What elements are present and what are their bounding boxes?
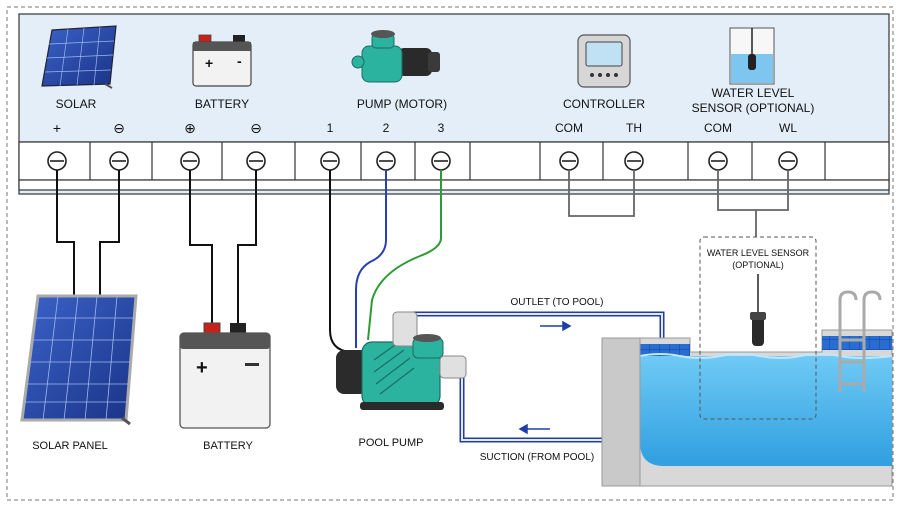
solar-panel-label: SOLAR PANEL: [32, 440, 108, 452]
header-sensor-label-line2: SENSOR (OPTIONAL): [692, 101, 815, 115]
terminal-label-pump-1: 1: [327, 121, 334, 135]
svg-text:-: -: [237, 53, 242, 69]
terminal-label-pump-3: 3: [438, 121, 445, 135]
terminal-ctrl-com: [559, 151, 579, 171]
pump-wire-1-black: [329, 170, 351, 353]
header-solar-label: SOLAR: [56, 97, 97, 111]
terminal-pump-1: [320, 151, 340, 171]
terminal-label-solar-pos: +: [53, 120, 61, 136]
pool-graphic: [601, 329, 893, 487]
solar-header-icon: [41, 25, 117, 89]
terminal-label-sensor-com: COM: [704, 121, 732, 135]
header-sensor-label-line1: WATER LEVEL: [712, 86, 795, 100]
outlet-label: OUTLET (TO POOL): [511, 297, 604, 308]
header-pump-label: PUMP (MOTOR): [357, 97, 447, 111]
terminal-solar-neg: [109, 151, 129, 171]
terminal-pump-2: [376, 151, 396, 171]
pump-wire-3-green: [367, 170, 442, 341]
pump-header-icon: [351, 30, 440, 83]
sensor-link-wire: [717, 170, 789, 211]
terminal-label-solar-neg: ⊖: [113, 120, 125, 136]
terminal-label-battery-pos: ⊕: [184, 120, 196, 136]
water-level-sensor-graphic: [750, 312, 766, 346]
header-battery-label: BATTERY: [195, 97, 249, 111]
header-controller-label: CONTROLLER: [563, 97, 645, 111]
svg-text:+: +: [205, 55, 213, 71]
controller-header-icon: [577, 34, 631, 88]
battery-graphic: +: [179, 322, 271, 429]
terminal-battery-pos: [180, 151, 200, 171]
battery-pos-wire: [189, 170, 213, 326]
pump-wire-2-blue: [355, 170, 387, 348]
terminal-sensor-com: [708, 151, 728, 171]
terminal-label-ctrl-com: COM: [555, 121, 583, 135]
battery-neg-wire: [237, 170, 257, 326]
terminal-block-dividers: [89, 142, 826, 180]
suction-flow-arrow: [518, 423, 550, 435]
terminal-pump-3: [431, 151, 451, 171]
solar-pos-wire: [56, 170, 75, 298]
terminal-sensor-wl: [778, 151, 798, 171]
terminal-battery-neg: [246, 151, 266, 171]
outer-frame: [6, 6, 894, 501]
battery-header-icon: + -: [192, 34, 252, 87]
terminal-solar-pos: [47, 151, 67, 171]
water-level-sensor-header-icon: [729, 27, 775, 85]
terminal-label-battery-neg: ⊖: [250, 120, 262, 136]
pool-ladder: [838, 290, 882, 392]
terminal-label-sensor-wl: WL: [779, 121, 797, 135]
solar-neg-wire: [99, 170, 120, 298]
suction-label: SUCTION (FROM POOL): [480, 452, 594, 463]
controller-jumper-wire: [568, 170, 635, 217]
terminal-label-ctrl-th: TH: [626, 121, 642, 135]
pool-pump-graphic: [336, 311, 467, 410]
terminal-ctrl-th: [624, 151, 644, 171]
pool-pump-label: POOL PUMP: [359, 437, 424, 449]
sensor-callout-label-line2: (OPTIONAL): [732, 260, 784, 270]
svg-text:+: +: [196, 357, 208, 379]
terminal-label-pump-2: 2: [383, 121, 390, 135]
sensor-callout-label-line1: WATER LEVEL SENSOR: [707, 248, 810, 258]
solar-panel-graphic: [20, 294, 138, 426]
outlet-flow-arrow: [540, 320, 572, 332]
battery-label: BATTERY: [203, 440, 253, 452]
